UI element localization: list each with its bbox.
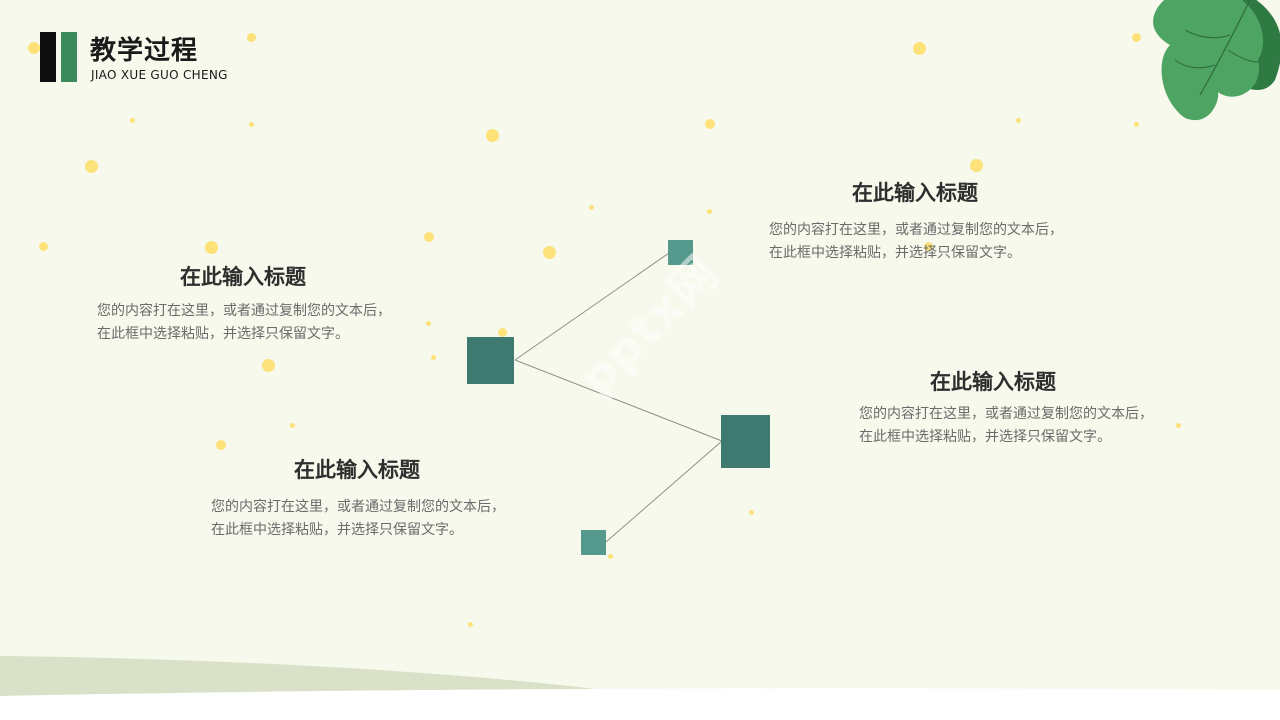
decor-dot xyxy=(749,510,754,515)
decor-dot xyxy=(608,554,613,559)
node-top xyxy=(668,240,693,265)
decor-dot xyxy=(39,242,48,251)
decor-dot xyxy=(707,209,712,214)
item-heading: 在此输入标题 xyxy=(294,458,420,482)
item-body: 您的内容打在这里，或者通过复制您的文本后，在此框中选择粘贴，并选择只保留文字。 xyxy=(769,222,1063,261)
item-heading: 在此输入标题 xyxy=(930,370,1056,394)
decor-dot xyxy=(85,160,98,173)
decor-dot xyxy=(28,42,40,54)
item-heading: 在此输入标题 xyxy=(180,265,306,289)
decor-dot xyxy=(924,242,933,251)
decor-dot xyxy=(216,440,226,450)
item-body: 您的内容打在这里，或者通过复制您的文本后，在此框中选择粘贴，并选择只保留文字。 xyxy=(859,406,1153,445)
node-bottom xyxy=(581,530,606,555)
decor-dot xyxy=(589,205,594,210)
decor-dot xyxy=(468,622,473,627)
decor-dot xyxy=(1016,118,1021,123)
node-right xyxy=(721,415,770,468)
decor-dot xyxy=(970,159,983,172)
page-title: 教学过程 xyxy=(90,36,199,66)
item-heading: 在此输入标题 xyxy=(852,181,978,205)
page-subtitle: JIAO XUE GUO CHENG xyxy=(91,68,228,82)
decor-dot xyxy=(1132,33,1141,42)
decor-dot xyxy=(1176,423,1181,428)
decor-dot xyxy=(913,42,926,55)
title-bar-green xyxy=(61,32,77,82)
item-body: 您的内容打在这里，或者通过复制您的文本后，在此框中选择粘贴，并选择只保留文字。 xyxy=(97,303,391,342)
decor-dot xyxy=(498,328,507,337)
decor-dot xyxy=(424,232,434,242)
decor-dot xyxy=(262,359,275,372)
decor-dot xyxy=(1134,122,1139,127)
decor-dot xyxy=(247,33,256,42)
node-main xyxy=(467,337,514,384)
decor-dot xyxy=(705,119,715,129)
decor-dot xyxy=(486,129,499,142)
item-body: 您的内容打在这里，或者通过复制您的文本后，在此框中选择粘贴，并选择只保留文字。 xyxy=(211,499,505,538)
decor-dot xyxy=(290,423,295,428)
title-bar-black xyxy=(40,32,56,82)
decor-dot xyxy=(130,118,135,123)
decor-dot xyxy=(205,241,218,254)
decor-dot xyxy=(426,321,431,326)
leaf-icon xyxy=(1153,0,1280,121)
decor-dot xyxy=(543,246,556,259)
decor-dot xyxy=(431,355,436,360)
ground-decoration xyxy=(0,656,1280,720)
decor-dot xyxy=(249,122,254,127)
